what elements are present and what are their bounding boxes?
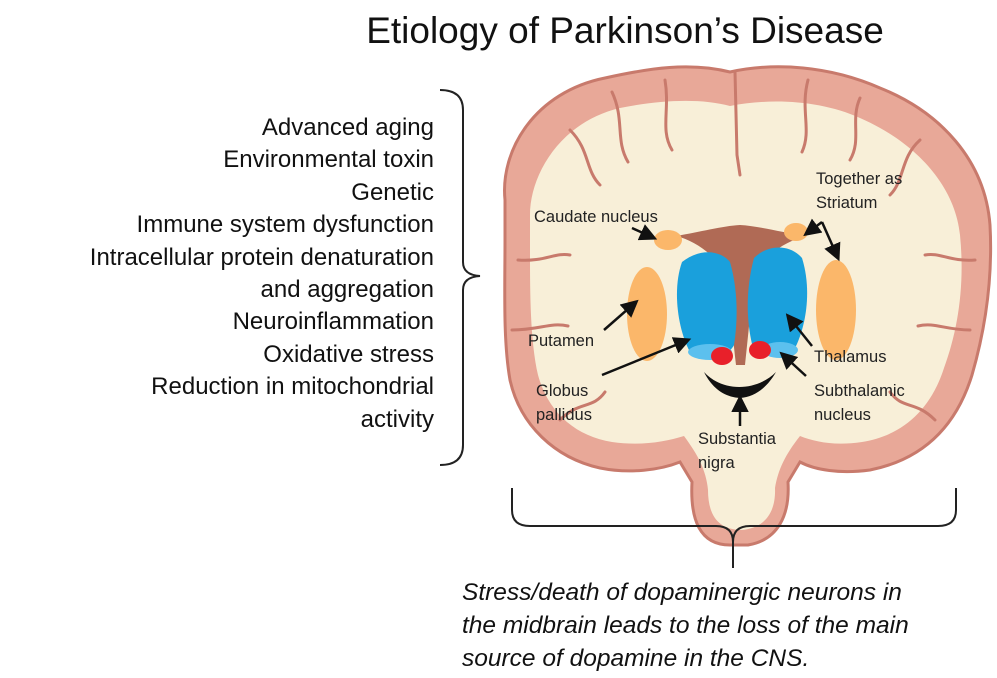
subthalamic-nucleus-left (711, 347, 733, 365)
putamen-right (816, 260, 856, 360)
caption: Stress/death of dopaminergic neurons in … (462, 576, 992, 675)
thalamus-label: Thalamus (814, 348, 886, 366)
caption-line: the midbrain leads to the loss of the ma… (462, 609, 992, 642)
nigra-label-line1: Substantia (698, 430, 777, 448)
striatum-label-line1: Together as (816, 170, 902, 188)
subthalamic-label-line2: nucleus (814, 406, 871, 424)
putamen-left (627, 267, 667, 361)
putamen-label: Putamen (528, 332, 594, 350)
globus-label-line2: pallidus (536, 406, 592, 424)
brain-section (505, 67, 991, 545)
causes-bracket (440, 90, 480, 465)
striatum-label-line2: Striatum (816, 194, 877, 212)
caudate-nucleus-left (654, 230, 682, 250)
subthalamic-nucleus-right (749, 341, 771, 359)
caudate-nucleus-right (784, 223, 808, 241)
thalamus-right (748, 248, 807, 356)
caption-line: source of dopamine in the CNS. (462, 642, 992, 675)
subthalamic-label-line1: Subthalamic (814, 382, 905, 400)
globus-label-line1: Globus (536, 382, 588, 400)
caudate-label: Caudate nucleus (534, 208, 658, 226)
nigra-label-line2: nigra (698, 454, 736, 472)
caption-line: Stress/death of dopaminergic neurons in (462, 576, 992, 609)
